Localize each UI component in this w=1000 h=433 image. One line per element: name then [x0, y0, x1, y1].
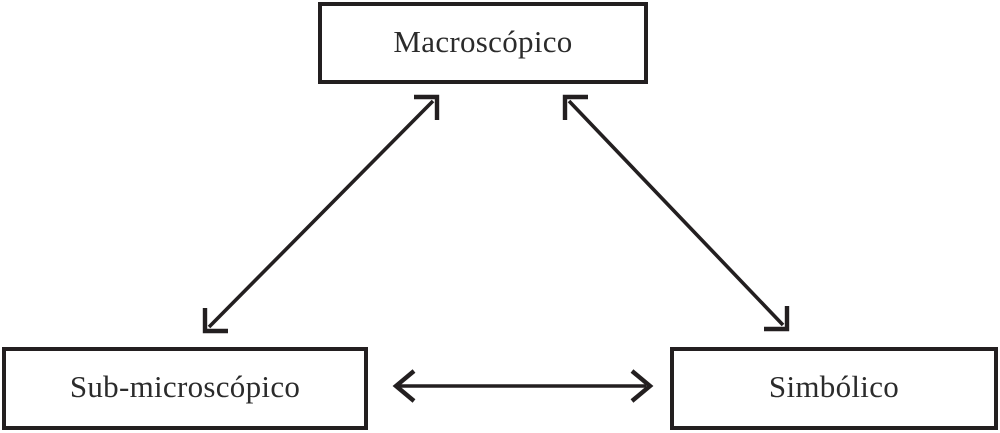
node-macroscopico-label: Macroscópico — [393, 23, 573, 59]
node-sub-microscopico-label: Sub-microscópico — [69, 369, 301, 404]
connector-macroscopico-simbolico — [562, 94, 790, 332]
node-simbolico[interactable]: Simbólico — [670, 347, 998, 430]
connector-macroscopico-submicroscopico — [202, 94, 440, 334]
node-simbolico-label: Simbólico — [768, 369, 900, 404]
connector-submicroscopico-simbolico — [392, 369, 654, 403]
node-sub-microscopico[interactable]: Sub-microscópico — [2, 347, 368, 430]
node-macroscopico[interactable]: Macroscópico — [318, 2, 648, 84]
